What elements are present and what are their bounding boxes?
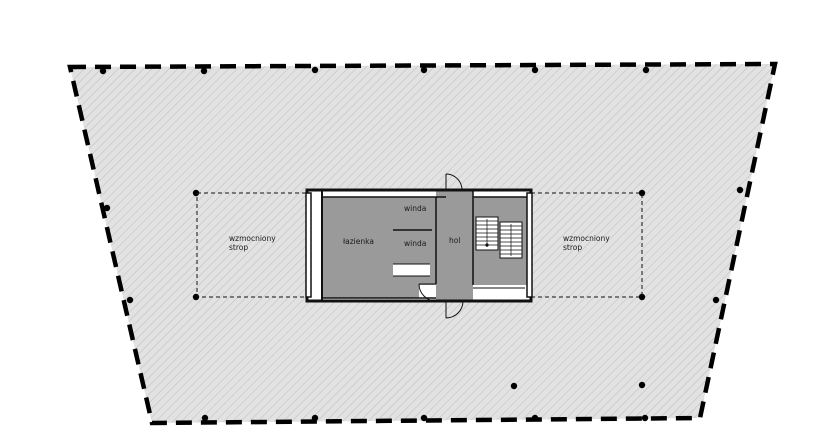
label-elevator-lower: winda <box>404 239 426 248</box>
door-bottom <box>445 300 464 319</box>
hall-room <box>436 190 473 301</box>
bathroom-room <box>322 197 393 298</box>
building-outline <box>67 61 778 426</box>
label-hall: hol <box>449 236 460 245</box>
column-markers <box>99 66 744 422</box>
door-bathroom <box>418 283 437 302</box>
label-elevator-upper: winda <box>404 204 426 213</box>
label-left-slab-line2: strop <box>229 243 248 252</box>
staircase <box>475 216 523 259</box>
label-bathroom: łazienka <box>343 237 374 246</box>
label-right-slab-line2: strop <box>563 243 582 252</box>
label-left-slab-line1: wzmocniony <box>229 234 276 243</box>
elevator-room <box>393 197 436 298</box>
label-right-slab-line1: wzmocniony <box>563 234 610 243</box>
door-top <box>445 173 463 191</box>
